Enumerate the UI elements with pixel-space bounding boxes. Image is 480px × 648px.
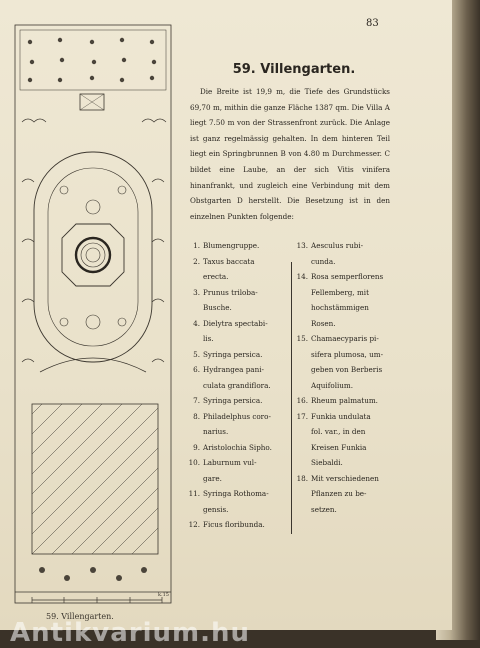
border-shrubs <box>21 118 167 363</box>
plant-list-item: 12.Ficus floribunda. <box>186 517 288 533</box>
plant-list-item: 4.Dielytra spectabi-lis. <box>186 316 288 347</box>
plant-name-line: Laburnum vul- <box>203 458 257 467</box>
front-garden-shrubs <box>39 567 147 581</box>
plant-number: 9. <box>193 442 200 452</box>
plant-number: 17. <box>296 411 308 421</box>
scale-label: k.15 <box>158 592 169 598</box>
plant-name-line: lis. <box>203 334 214 343</box>
plant-name-line: Mit verschiedenen <box>311 473 379 483</box>
plant-name-line: Rosen. <box>311 318 336 328</box>
plant-name-line: narius. <box>203 427 229 436</box>
plant-name-line: Siebaldi. <box>311 458 343 467</box>
plant-name-line: cunda. <box>311 256 336 266</box>
plant-name-line: gare. <box>203 473 222 483</box>
plant-list-item: 1.Blumengruppe. <box>186 238 288 254</box>
plant-name-line: Aquifolium. <box>311 380 354 390</box>
plant-name-line: Aristolochia Sipho. <box>203 442 272 452</box>
plant-name-line: Ficus floribunda. <box>203 520 265 529</box>
plant-name-line: Syringa persica. <box>203 349 263 359</box>
plant-name-line: Prunus triloba- <box>203 287 258 297</box>
plant-list-item: 10.Laburnum vul-gare. <box>186 455 288 486</box>
plant-name-line: hochstämmigen <box>311 303 369 312</box>
plant-number: 16. <box>296 396 308 405</box>
plant-name-line: Philadelphus coro- <box>203 411 271 421</box>
plant-name-line: setzen. <box>311 504 337 514</box>
plant-list-item: 6.Hydrangea pani-culata grandiflora. <box>186 362 288 393</box>
plant-name-line: Syringa persica. <box>203 396 263 405</box>
plant-name-line: Syringa Rothoma- <box>203 489 269 498</box>
plant-number: 5. <box>193 349 200 359</box>
plant-name-line: Pflanzen zu be- <box>311 489 367 498</box>
plant-name-line: Hydrangea pani- <box>203 365 264 374</box>
plant-list-right: 13.Aesculus rubi-cunda.14.Rosa semperflo… <box>294 238 394 517</box>
plant-number: 12. <box>188 520 200 529</box>
plant-list-item: 7.Syringa persica. <box>186 393 288 409</box>
plant-number: 7. <box>193 396 200 405</box>
plant-number: 11. <box>188 489 200 498</box>
plant-name-line: Blumengruppe. <box>203 241 260 250</box>
plant-name-line: Rosa semperflorens <box>311 272 384 281</box>
plant-number: 14. <box>296 272 308 281</box>
plant-name-line: Dielytra spectabi- <box>203 318 268 328</box>
orchard-trees <box>27 37 157 83</box>
plant-number: 6. <box>193 365 200 374</box>
plan-caption: 59. Villengarten. <box>46 612 114 621</box>
watermark: Antikvarium.hu <box>10 618 250 648</box>
plant-name-line: Busche. <box>203 303 232 312</box>
plant-name-line: culata grandiflora. <box>203 380 271 390</box>
plant-number: 4. <box>193 318 200 328</box>
plant-name-line: Funkia undulata <box>311 411 371 421</box>
section-heading: 59. Villengarten. <box>232 62 356 77</box>
plant-name-line: geben von Berberis <box>311 365 383 374</box>
villa-hatching <box>31 403 159 555</box>
plant-name-line: Kreisen Funkia <box>311 442 367 452</box>
plant-name-line: sifera plumosa, um- <box>311 349 383 359</box>
scale-bar <box>31 597 163 603</box>
plant-number: 8. <box>193 411 200 421</box>
plant-name-line: erecta. <box>203 272 229 281</box>
plant-name-line: Aesculus rubi- <box>311 241 364 250</box>
plant-number: 2. <box>193 256 200 266</box>
intro-text: Die Breite ist 19,9 m, die Tiefe des Gru… <box>190 87 390 221</box>
plant-list-item: 15.Chamaecyparis pi-sifera plumosa, um-g… <box>294 331 394 393</box>
plant-number: 13. <box>296 241 308 250</box>
plant-name-line: Rheum palmatum. <box>311 396 378 405</box>
plant-list-item: 9.Aristolochia Sipho. <box>186 440 288 456</box>
page-number: 83 <box>366 18 379 29</box>
book-page: 83 <box>0 0 452 630</box>
plant-name-line: Chamaecyparis pi- <box>311 334 379 343</box>
plant-list-item: 5.Syringa persica. <box>186 347 288 363</box>
plant-name-line: Taxus baccata <box>203 256 255 266</box>
column-divider <box>291 262 292 534</box>
plant-list-item: 3.Prunus triloba- Busche. <box>186 285 288 316</box>
intro-paragraph: Die Breite ist 19,9 m, die Tiefe des Gru… <box>190 84 390 224</box>
plant-name-line: Fellemberg, mit <box>311 287 369 297</box>
plant-number: 18. <box>296 473 308 483</box>
plant-number: 10. <box>188 458 200 467</box>
plant-name-line: gensis. <box>203 504 229 514</box>
plant-list-item: 13.Aesculus rubi-cunda. <box>294 238 394 269</box>
plant-list-item: 11.Syringa Rothoma-gensis. <box>186 486 288 517</box>
plant-list-item: 2.Taxus baccata erecta. <box>186 254 288 285</box>
plant-name-line: fol. var., in den <box>311 427 366 436</box>
plant-number: 1. <box>193 241 200 250</box>
plant-number: 3. <box>193 287 200 297</box>
plant-list-item: 16.Rheum palmatum. <box>294 393 394 409</box>
plant-number: 15. <box>296 334 308 343</box>
garden-plan-drawing: k.15 <box>14 24 172 604</box>
plant-list-item: 8.Philadelphus coro-narius. <box>186 409 288 440</box>
